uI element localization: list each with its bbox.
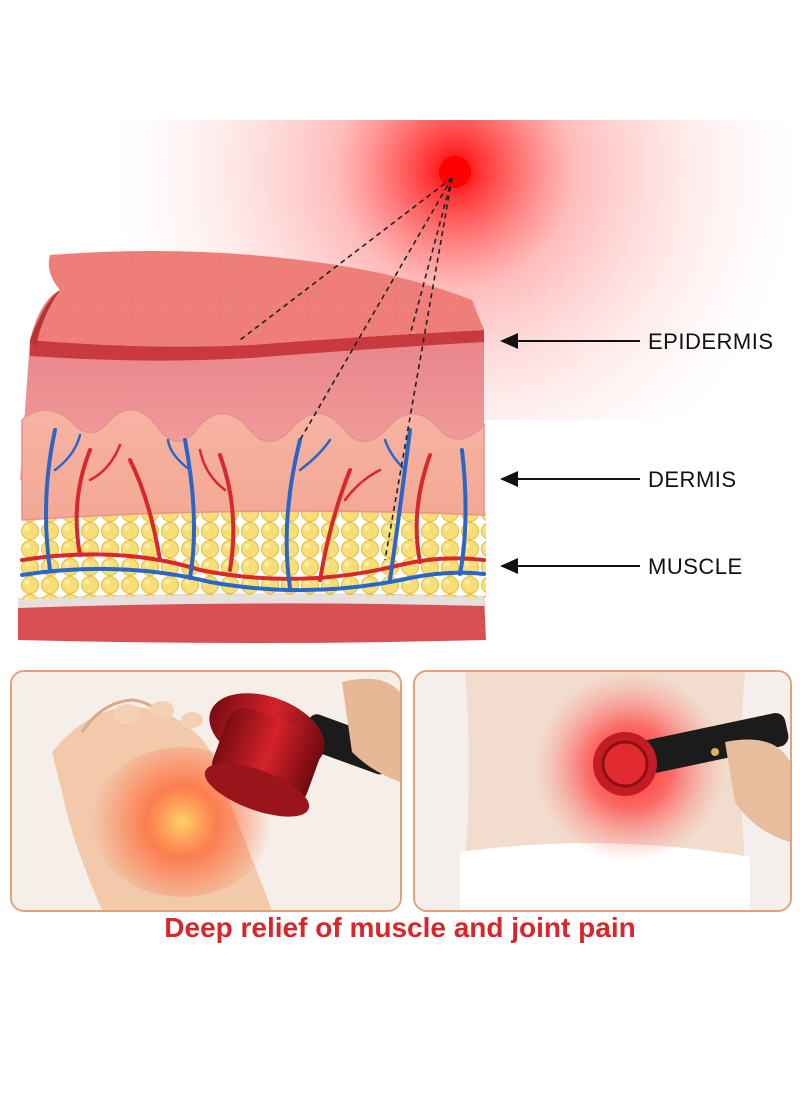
back-illustration	[415, 672, 790, 910]
laser-device-back	[593, 713, 789, 796]
laser-rays	[239, 177, 453, 561]
veins	[20, 428, 486, 593]
arrow-left-icon	[500, 471, 640, 487]
label-epidermis: EPIDERMIS	[648, 329, 774, 354]
wrist-illustration	[12, 672, 400, 910]
photo-back-treatment	[413, 670, 792, 912]
laser-source	[439, 156, 471, 188]
laser-device-wrist	[204, 693, 395, 817]
label-muscle: MUSCLE	[648, 554, 743, 579]
arrow-left-icon	[500, 558, 640, 574]
caption: Deep relief of muscle and joint pain	[164, 912, 636, 943]
epidermis-front-edge	[30, 330, 484, 361]
papillary-layer	[21, 408, 485, 521]
arteries	[20, 443, 486, 582]
photo-wrist-treatment	[10, 670, 402, 912]
arrow-left-icon	[500, 333, 640, 349]
muscle-base-layer	[18, 593, 486, 643]
skin-layer-diagram	[0, 120, 800, 643]
fat-layer	[20, 509, 486, 600]
label-dermis: DERMIS	[648, 467, 737, 492]
